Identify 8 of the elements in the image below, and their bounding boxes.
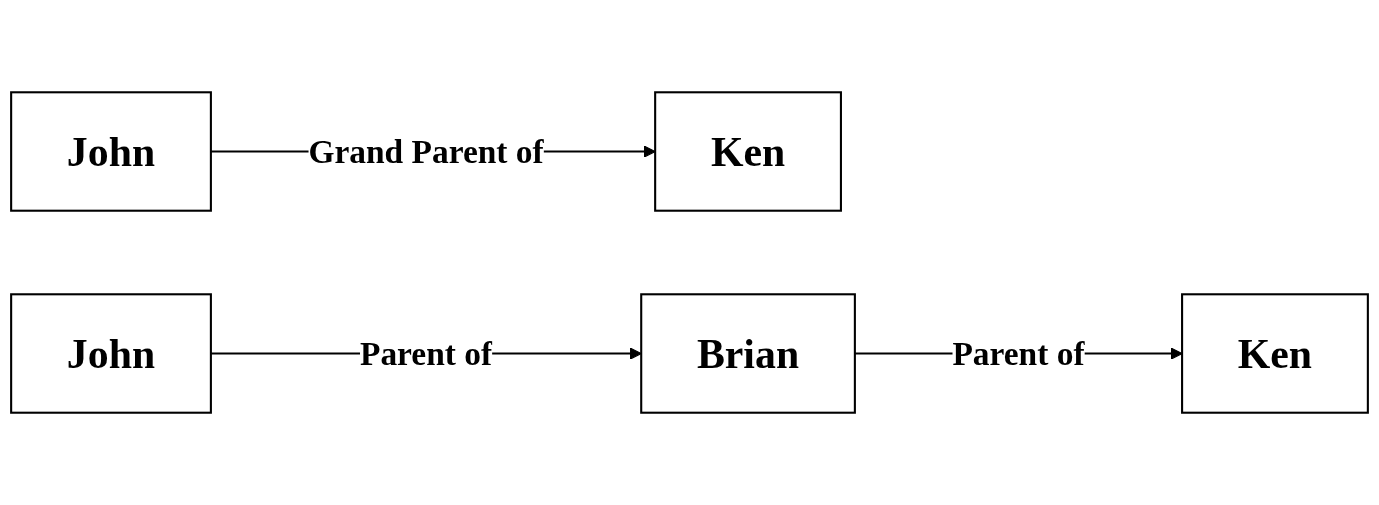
node-box: Ken	[1181, 293, 1369, 414]
edge-label: Grand Parent of	[308, 133, 544, 170]
node-box: John	[10, 293, 212, 414]
edge-label: Parent of	[359, 335, 493, 372]
node-box: John	[10, 91, 212, 212]
node-box: Ken	[654, 91, 842, 212]
node-box: Brian	[640, 293, 856, 414]
edge-label: Parent of	[952, 335, 1085, 372]
